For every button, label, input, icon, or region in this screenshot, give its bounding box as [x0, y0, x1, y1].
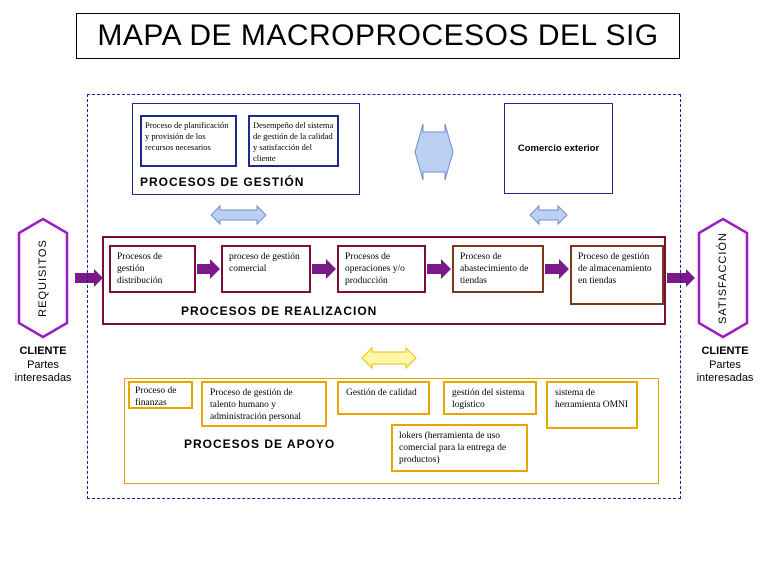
double-arrow-apoyo: [361, 346, 417, 370]
system-boundary: [87, 94, 681, 499]
apoyo-label: PROCESOS DE APOYO: [184, 437, 336, 451]
flow-arrow-1: [197, 259, 220, 279]
input-arrow: [75, 269, 103, 287]
apoyo-item-talento-humano: Proceso de gestión de talento humano y a…: [201, 381, 327, 427]
realizacion-item-abastecimiento: Proceso de abastecimiento de tiendas: [452, 245, 544, 293]
satisfaccion-text: SATISFACCIÓN: [717, 232, 729, 324]
apoyo-item-omni: sistema de herramienta OMNI: [546, 381, 638, 429]
satisfaccion-hexagon: [697, 217, 749, 339]
realizacion-item-distribucion: Procesos de gestión distribución: [109, 245, 196, 293]
double-arrow-comercio: [529, 204, 568, 226]
gestion-label: PROCESOS DE GESTIÓN: [140, 175, 305, 189]
diagram-title: MAPA DE MACROPROCESOS DEL SIG: [76, 13, 680, 59]
cliente-left-label: CLIENTE: [19, 345, 67, 357]
apoyo-item-calidad: Gestión de calidad: [337, 381, 430, 415]
flow-arrow-3: [427, 259, 451, 279]
requisitos-text: REQUISITOS: [37, 239, 49, 317]
partes-left-label: Partes interesadas: [14, 359, 72, 384]
double-arrow-gestion: [210, 204, 267, 226]
apoyo-item-finanzas: Proceso de finanzas: [128, 381, 193, 409]
realizacion-item-operaciones: Procesos de operaciones y/o producción: [337, 245, 426, 293]
realizacion-item-almacenamiento: Proceso de gestión de almacenamiento en …: [570, 245, 664, 305]
realizacion-label: PROCESOS DE REALIZACION: [181, 304, 378, 318]
comercio-exterior-box: Comercio exterior: [504, 103, 613, 194]
gestion-item-planificacion: Proceso de planificación y provisión de …: [140, 115, 237, 167]
flow-arrow-2: [312, 259, 336, 279]
requisitos-text-wrap: REQUISITOS: [33, 236, 53, 320]
partes-right-label: Partes interesadas: [696, 359, 754, 384]
realizacion-item-comercial: proceso de gestión comercial: [221, 245, 311, 293]
satisfaccion-text-wrap: SATISFACCIÓN: [713, 232, 733, 324]
requisitos-hexagon: [17, 217, 69, 339]
cliente-right-label: CLIENTE: [701, 345, 749, 357]
double-arrow-vertical-center: [414, 123, 454, 181]
output-arrow: [667, 269, 695, 287]
flow-arrow-4: [545, 259, 569, 279]
gestion-item-desempeno: Desempeño del sistema de gestión de la c…: [248, 115, 339, 167]
procesos-apoyo-group: [124, 378, 659, 484]
apoyo-item-logistico: gestión del sistema logístico: [443, 381, 537, 415]
procesos-gestion-group: [132, 103, 360, 195]
apoyo-item-lokers: lokers (herramienta de uso comercial par…: [391, 424, 528, 472]
procesos-realizacion-group: [102, 236, 666, 325]
